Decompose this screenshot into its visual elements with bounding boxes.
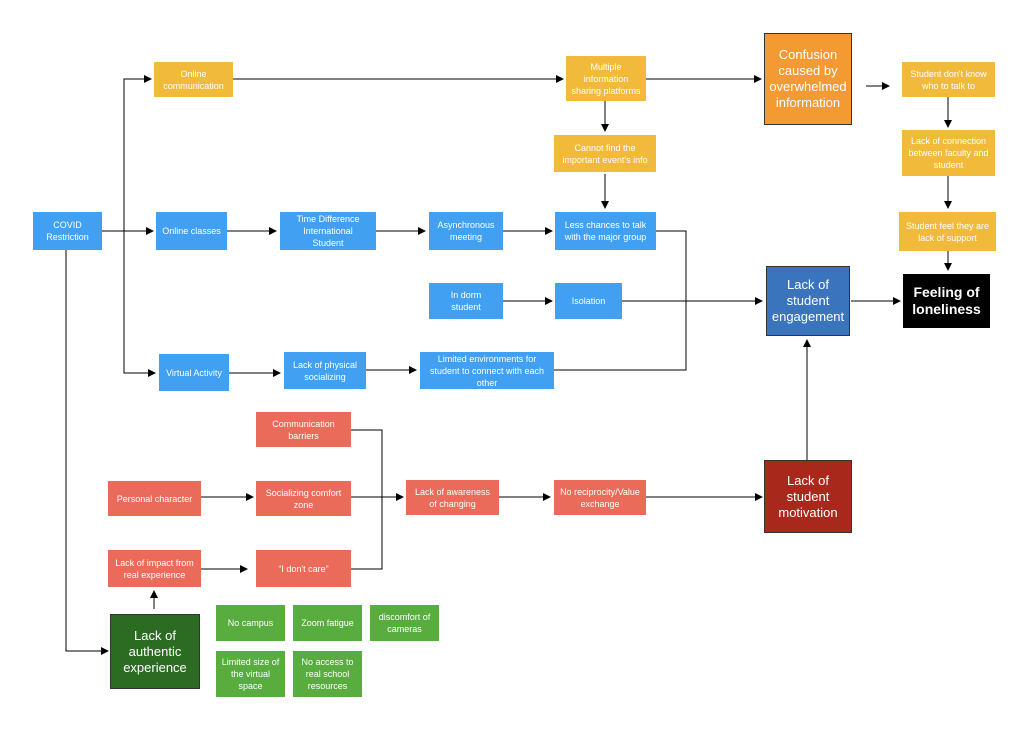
node-less-chances: Less chances to talk with the major grou… [555,212,656,250]
node-multiple-platforms: Multiple information sharing platforms [566,56,646,101]
node-lack-connection: Lack of connection between faculty and s… [902,130,995,176]
edge-covid-online-comm [123,75,152,231]
node-zoom-fatigue: Zoom fatigue [293,605,362,641]
node-covid-restriction: COVID Restriction [33,212,102,250]
edge-limited-engagement [554,301,687,371]
node-discomfort-cameras: discomfort of cameras [370,605,439,641]
node-student-motivation: Lack of student motivation [764,460,852,533]
node-personal-character: Personal character [108,481,201,516]
node-asynchronous: Asynchronous meeting [429,212,503,250]
edge-covid-authentic [65,250,109,655]
node-no-access: No access to real school resources [293,651,362,697]
node-communication-barriers: Communication barriers [256,412,351,447]
node-student-engagement: Lack of student engagement [766,266,850,336]
node-no-campus: No campus [216,605,285,641]
node-in-dorm: In dorm student [429,283,503,319]
edge-covid-virtual-activity [123,231,156,377]
node-cannot-find: Cannot find the important event's info [554,135,656,172]
node-lack-awareness: Lack of awareness of changing [406,480,499,515]
node-authentic-experience: Lack of authentic experience [110,614,200,689]
node-feeling-loneliness: Feeling of loneliness [903,274,990,328]
node-lack-impact: Lack of impact from real experience [108,550,201,587]
node-confusion: Confusion caused by overwhelmed informat… [764,33,852,125]
node-isolation: Isolation [555,283,622,319]
node-limited-environments: Limited environments for student to conn… [420,352,554,389]
edge-barriers-bracket [351,429,383,570]
node-dont-care: “I don't care” [256,550,351,587]
edge-less-engagement [656,230,687,301]
node-time-difference: Time Difference International Student [280,212,376,250]
node-lack-support: Student feel they are lack of support [899,212,996,251]
node-limited-size: Limited size of the virtual space [216,651,285,697]
node-online-classes: Online classes [156,212,227,250]
node-lack-physical: Lack of physical socializing [284,352,366,389]
node-online-communication: Online communication [154,62,233,97]
node-dont-know: Student don't know who to talk to [902,62,995,97]
node-virtual-activity: Virtual Activity [159,354,229,391]
node-no-reciprocity: No reciprocity/Value exchange [554,480,646,515]
node-comfort-zone: Socializing comfort zone [256,481,351,516]
